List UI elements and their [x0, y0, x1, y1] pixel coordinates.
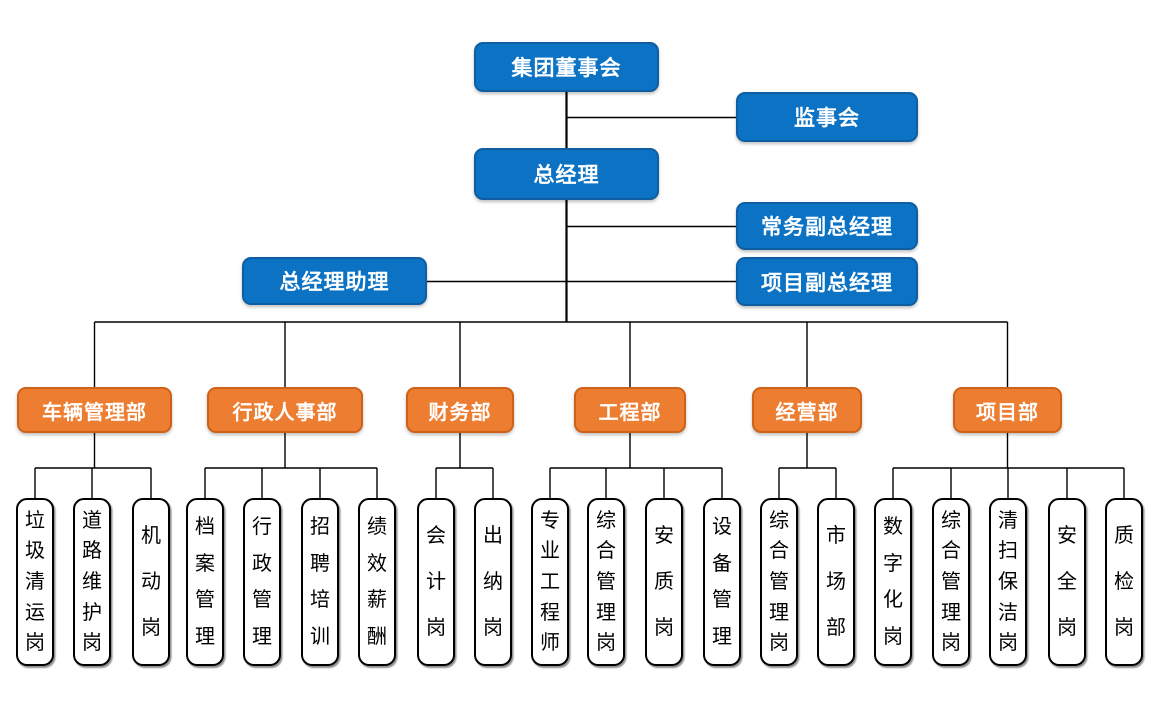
position-general-management-project: 综合管理岗	[932, 498, 970, 666]
position-archives-management: 档案管理	[186, 498, 224, 666]
position-general-management-business: 综合管理岗	[760, 498, 798, 666]
node-executive-deputy-gm: 常务副总经理	[736, 202, 918, 250]
position-market-department: 市场部	[817, 498, 855, 666]
node-board-of-directors: 集团董事会	[474, 42, 659, 92]
position-equipment-management: 设备管理	[703, 498, 741, 666]
position-recruitment-training: 招聘培训	[301, 498, 339, 666]
dept-vehicle-management: 车辆管理部	[17, 387, 172, 433]
position-digitalization: 数字化岗	[874, 498, 912, 666]
position-general-management-engineering: 综合管理岗	[587, 498, 625, 666]
position-accounting: 会计岗	[417, 498, 455, 666]
position-safety: 安全岗	[1048, 498, 1086, 666]
position-garbage-removal: 垃圾清运岗	[16, 498, 54, 666]
position-administration-management: 行政管理	[243, 498, 281, 666]
dept-finance: 财务部	[406, 387, 514, 433]
position-cashier: 出纳岗	[474, 498, 512, 666]
node-project-deputy-gm: 项目副总经理	[736, 257, 918, 306]
node-general-manager: 总经理	[474, 148, 659, 200]
position-professional-engineer: 专业工程师	[531, 498, 569, 666]
dept-project: 项目部	[953, 387, 1062, 433]
position-sweeping-cleaning: 清扫保洁岗	[989, 498, 1027, 666]
position-performance-compensation: 绩效薪酬	[358, 498, 396, 666]
position-mobile-duty: 机动岗	[132, 498, 170, 666]
position-road-maintenance: 道路维护岗	[73, 498, 111, 666]
position-safety-quality: 安质岗	[645, 498, 683, 666]
dept-engineering: 工程部	[574, 387, 686, 433]
dept-business: 经营部	[752, 387, 862, 433]
dept-admin-hr: 行政人事部	[207, 387, 363, 433]
node-supervisory-board: 监事会	[736, 92, 918, 142]
position-quality-inspection: 质检岗	[1105, 498, 1143, 666]
node-gm-assistant: 总经理助理	[242, 257, 427, 305]
